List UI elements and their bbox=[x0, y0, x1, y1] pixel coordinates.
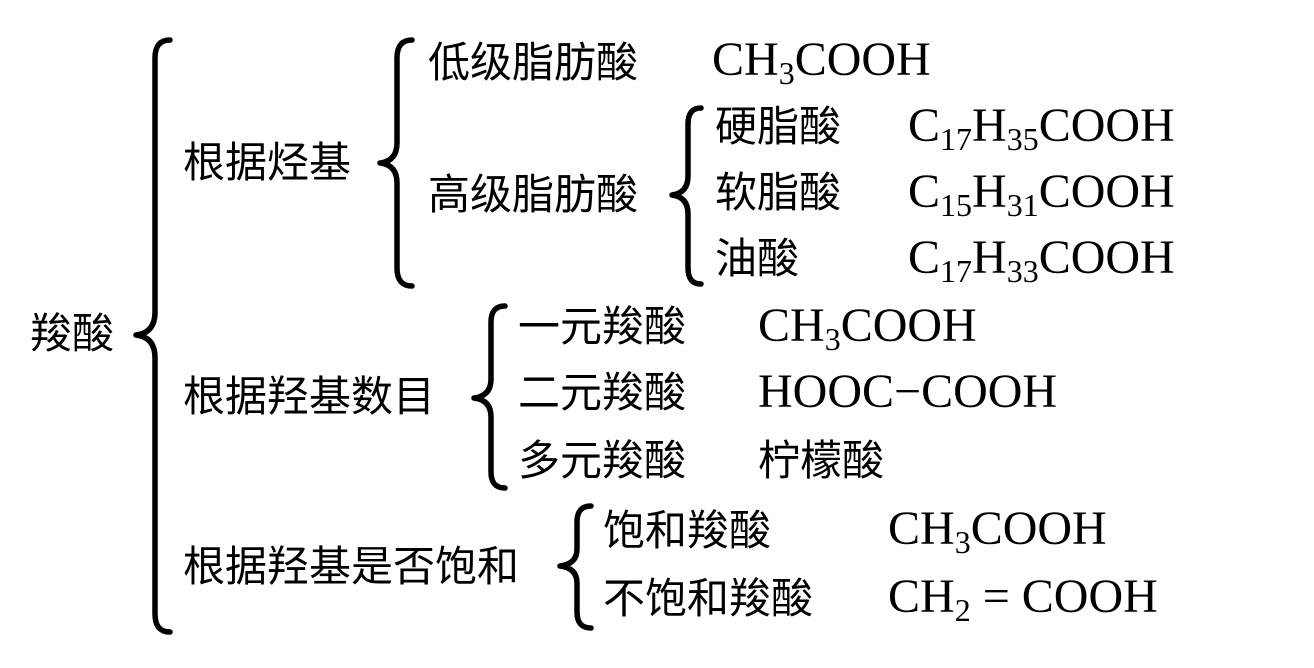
saturated-acid-example: CH3COOH bbox=[888, 502, 1107, 560]
branch-hydrocarbon-label: 根据烃基 bbox=[183, 138, 352, 187]
dicarboxylic-acid-example: HOOC−COOH bbox=[758, 365, 1058, 418]
unsaturated-acid-label: 不饱和羧酸 bbox=[603, 574, 814, 623]
monocarboxylic-acid-label: 一元羧酸 bbox=[518, 302, 687, 351]
brace-root bbox=[133, 37, 173, 635]
polycarboxylic-acid-label: 多元羧酸 bbox=[518, 436, 687, 485]
oleic-acid-label: 油酸 bbox=[715, 234, 800, 283]
lower-fatty-acid-label: 低级脂肪酸 bbox=[428, 38, 639, 87]
dicarboxylic-acid-label: 二元羧酸 bbox=[518, 368, 687, 417]
brace-hydroxyl-count bbox=[471, 303, 508, 491]
palmitic-acid-label: 软脂酸 bbox=[715, 168, 842, 217]
higher-fatty-acid-label: 高级脂肪酸 bbox=[428, 170, 639, 219]
stearic-acid-label: 硬脂酸 bbox=[715, 102, 842, 151]
brace-saturation bbox=[557, 503, 594, 631]
root-label: 羧酸 bbox=[30, 309, 115, 358]
saturated-acid-label: 饱和羧酸 bbox=[603, 506, 772, 555]
brace-hydrocarbon bbox=[377, 37, 415, 289]
brace-higher-fatty-acid bbox=[669, 105, 704, 287]
polycarboxylic-acid-example: 柠檬酸 bbox=[758, 436, 885, 485]
oleic-acid-formula: C17H33COOH bbox=[908, 231, 1175, 289]
monocarboxylic-acid-example: CH3COOH bbox=[758, 299, 977, 357]
palmitic-acid-formula: C15H31COOH bbox=[908, 165, 1175, 223]
lower-fatty-acid-formula: CH3COOH bbox=[712, 33, 931, 91]
unsaturated-acid-example: CH2 = COOH bbox=[888, 570, 1158, 628]
stearic-acid-formula: C17H35COOH bbox=[908, 99, 1175, 157]
branch-saturation-label: 根据羟基是否饱和 bbox=[183, 542, 520, 591]
branch-hydroxyl-count-label: 根据羟基数目 bbox=[183, 372, 436, 421]
